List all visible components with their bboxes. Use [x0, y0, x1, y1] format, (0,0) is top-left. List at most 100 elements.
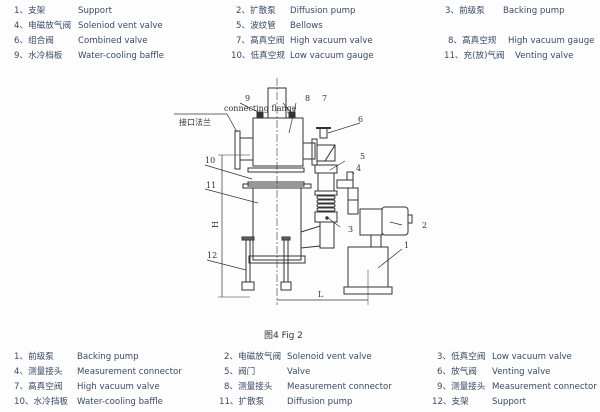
item-number: 6、: [14, 36, 29, 46]
item-number: 1、: [14, 6, 29, 16]
item-english: Soleniod vent valve: [78, 21, 163, 31]
item-english: Water-cooling baffle: [78, 51, 164, 61]
item-chinese: 阀门: [238, 367, 256, 377]
valve-5: [314, 164, 338, 174]
item-number: 8、: [448, 36, 463, 46]
legend-item: 2、电磁放气阀 Solenoid vent valve: [224, 350, 372, 366]
item-chinese: 电磁放气阀: [238, 352, 282, 362]
item-number: 4、: [14, 21, 29, 31]
item-english: Support: [492, 397, 526, 407]
item-english: Bellows: [290, 21, 323, 31]
item-chinese: 前级泵: [459, 6, 485, 16]
support-right-foot: [280, 281, 292, 291]
item-number: 9、: [437, 382, 452, 392]
item-chinese: 电磁放气阀: [28, 21, 72, 31]
item-number: 2、: [224, 352, 239, 362]
item-english: Solenoid vent valve: [287, 352, 372, 362]
callout-7: 7: [322, 94, 327, 103]
item-chinese: 高真空规: [462, 36, 497, 46]
baffle-ring: [247, 167, 305, 173]
gauge-8: [288, 111, 296, 119]
item-chinese: 组合阀: [28, 36, 54, 46]
item-number: 5、: [236, 21, 251, 31]
valve-3-dot: [325, 216, 329, 220]
column-pipe: [317, 172, 335, 192]
legend-item: 5、波纹管 Bellows: [236, 19, 323, 35]
item-chinese: 低真空阀: [451, 352, 486, 362]
item-english: Low vacuum gauge: [290, 51, 374, 61]
legend-item: 3、前级泵 Backing pump: [445, 4, 565, 20]
support-right-top: [281, 236, 291, 241]
legend-item: 4、电磁放气阀 Soleniod vent valve: [14, 19, 163, 35]
item-english: Water-cooling baffle: [77, 397, 163, 407]
item-chinese: 水冷档板: [28, 51, 63, 61]
item-number: 4、: [14, 367, 29, 377]
callout-5: 5: [360, 152, 365, 161]
bellows-flange: [314, 190, 338, 196]
item-english: Valve: [287, 367, 311, 377]
item-number: 6、: [437, 367, 452, 377]
combined-valve-6: [319, 127, 328, 139]
item-number: 12、: [432, 397, 452, 407]
bellows: [316, 195, 336, 212]
callout-8: 8: [305, 94, 310, 103]
dimension-l-label: L: [318, 290, 324, 299]
gauge-9: [256, 111, 264, 119]
callout-10: 10: [205, 156, 215, 165]
pump-neck: [370, 234, 382, 248]
branch-pipe: [336, 179, 354, 189]
item-number: 7、: [14, 382, 29, 392]
item-english: Backing pump: [77, 352, 139, 362]
column-lower-pipe: [319, 221, 335, 249]
item-english: Diffusion pump: [290, 6, 356, 16]
item-chinese: 扩散泵: [238, 397, 265, 407]
elbow-neck: [302, 142, 316, 160]
support-left-top: [241, 236, 255, 241]
legend-item: 5、阀门 Valve: [224, 365, 310, 381]
figure-caption: 图4 Fig 2: [264, 331, 303, 341]
item-number: 5、: [224, 367, 239, 377]
gauge-4: [346, 171, 354, 181]
item-number: 11、: [444, 51, 464, 61]
connecting-flange: [234, 130, 241, 170]
item-english: Measurement connector: [77, 367, 182, 377]
callout-12: 12: [207, 251, 217, 260]
item-chinese: 测量接头: [238, 382, 273, 392]
item-number: 3、: [437, 352, 452, 362]
item-number: 3、: [445, 6, 460, 16]
pump-base: [248, 255, 306, 264]
item-english: Venting valve: [492, 367, 551, 377]
item-english: High vacuum valve: [290, 36, 373, 46]
motor-front: [359, 208, 383, 236]
callout-11: 11: [206, 181, 216, 190]
item-chinese: 波纹管: [250, 21, 276, 31]
callout-9: 9: [245, 94, 250, 103]
callout-1: 1: [404, 241, 409, 250]
motor-body: [381, 206, 409, 236]
item-english: Measurement connector: [492, 382, 597, 392]
item-chinese: 高真空阀: [250, 36, 285, 46]
item-chinese: 水冷挡板: [33, 397, 68, 407]
item-english: Backing pump: [503, 6, 565, 16]
dimension-h-label: H: [211, 221, 220, 228]
item-chinese: 前级泵: [28, 352, 54, 362]
flange-label-zh: 接口法兰: [179, 117, 211, 127]
item-english: Venting valve: [515, 51, 574, 61]
flange-label-en: connecting flange: [224, 104, 297, 113]
item-chinese: 放气阀: [451, 367, 477, 377]
flange-neck: [239, 137, 254, 161]
item-english: Diffusion pump: [287, 397, 353, 407]
